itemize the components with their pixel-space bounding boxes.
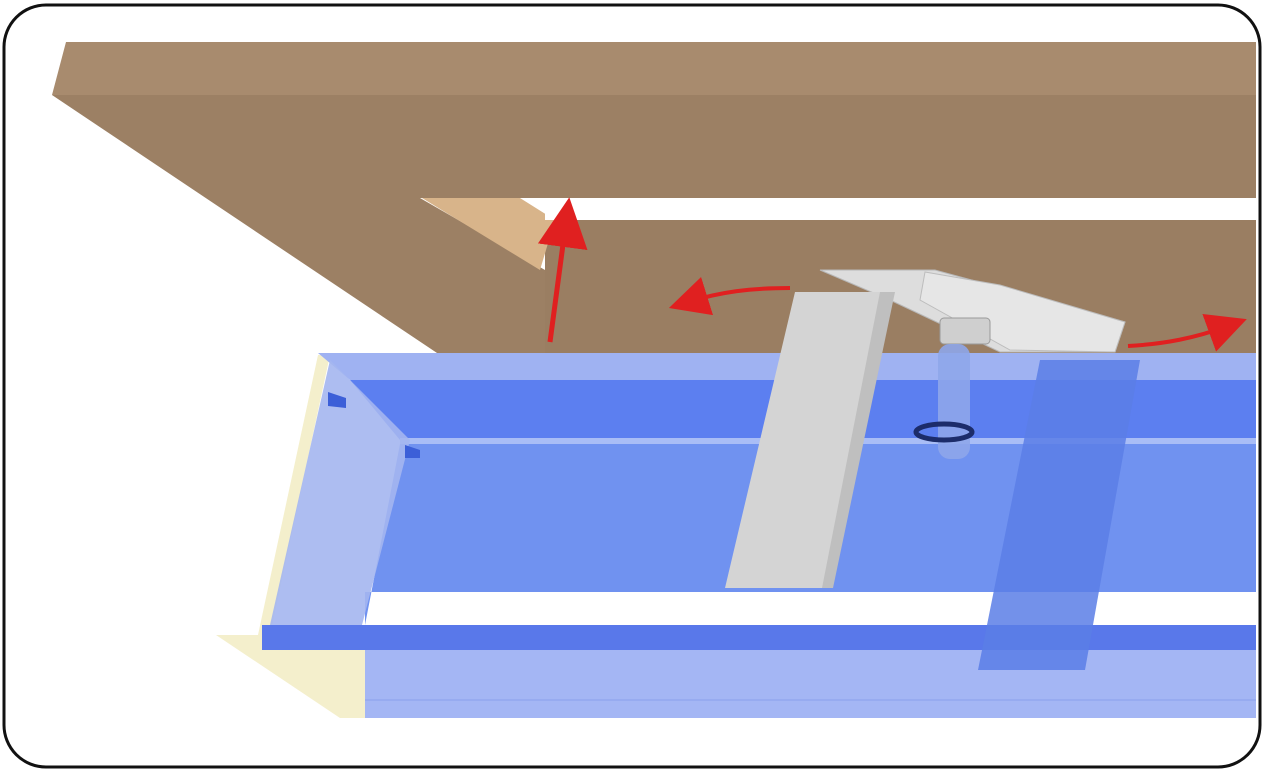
bolt-head [939,317,991,345]
i-beam-left-panel [270,360,410,625]
left-fastener-lower [405,445,420,458]
clamp-top-plate-right [919,271,1126,353]
bolt-shank [938,344,970,459]
washer [913,421,975,443]
gap [545,198,1256,220]
i-beam-bottom-flange-end [216,635,365,718]
motion-arrows [537,197,1247,352]
clamp-rear-leg [978,360,1140,670]
arrow-rotate-left [668,276,791,316]
wood-beam-top-face [52,42,1256,95]
left-fastener-upper [328,392,346,408]
i-beam-end-plate [258,355,330,635]
arrow-up [537,197,588,343]
bolt [913,317,991,459]
wood-joist-end [422,198,555,270]
i-beam-bottom-flange-face [365,650,1256,718]
wood-beam-side-face [52,95,1256,355]
clamp-front-leg [725,292,890,588]
clamp-front-leg-edge [822,292,895,588]
beam-clamp [725,269,1140,670]
arrow-rotate-right [1127,314,1247,352]
i-beam-bottom-flange [262,625,1256,650]
wood-beam [52,42,1256,355]
